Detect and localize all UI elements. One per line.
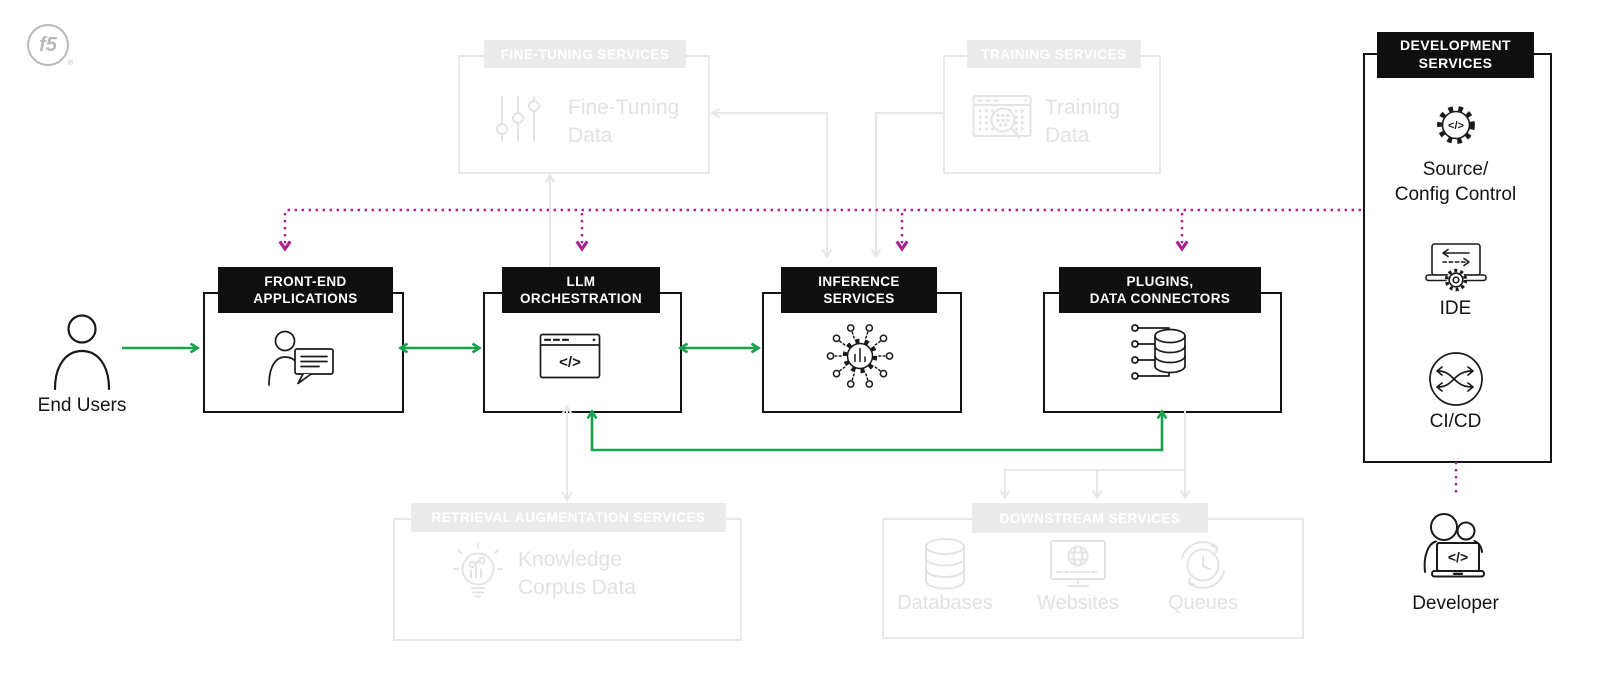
- arrow-llm-plugins: [586, 408, 1168, 452]
- sliders-icon: [492, 93, 544, 145]
- retrieval-augmentation-header: RETRIEVAL AUGMENTATION SERVICES: [411, 503, 726, 532]
- fine-tuning-services-box: [458, 55, 710, 174]
- front-end-applications-header: FRONT-END APPLICATIONS: [218, 267, 393, 313]
- training-services-box: [943, 55, 1161, 174]
- svg-text:</>: </>: [1448, 549, 1468, 565]
- inference-services-header: INFERENCE SERVICES: [781, 267, 937, 313]
- development-services-box: [1363, 53, 1552, 463]
- queue-clock-icon: [1174, 535, 1232, 593]
- svg-text:</>: </>: [1448, 120, 1464, 132]
- fine-tuning-services-title: FINE-TUNING SERVICES: [500, 46, 670, 62]
- retrieval-augmentation-box: [393, 518, 742, 641]
- arrow-plugins-databases: [999, 409, 1186, 500]
- f5-logo-text: f5: [39, 33, 57, 56]
- arrow-inference-finetuning: [710, 107, 833, 259]
- llm-orchestration-header: LLM ORCHESTRATION: [502, 267, 660, 313]
- knowledge-corpus-label: Knowledge Corpus Data: [518, 548, 636, 599]
- inference-gear-network-icon: [820, 316, 900, 396]
- downstream-services-title: DOWNSTREAM SERVICES: [999, 510, 1181, 526]
- arrow-training-inference: [870, 112, 943, 259]
- end-users-label: End Users: [37, 395, 127, 416]
- ide-label: IDE: [1439, 298, 1472, 319]
- ide-laptop-icon: [1423, 242, 1489, 294]
- training-data-label: Training Data: [1045, 96, 1121, 147]
- user-chat-icon: [264, 328, 338, 386]
- training-services-title: TRAINING SERVICES: [981, 46, 1127, 62]
- developer-label: Developer: [1412, 593, 1499, 614]
- source-control-gear-icon: </>: [1427, 96, 1485, 154]
- registered-mark: ®: [67, 60, 73, 67]
- data-table-search-icon: [972, 92, 1034, 146]
- source-config-control-label: Source/ Config Control: [1394, 159, 1517, 205]
- plugins-data-connectors-header: PLUGINS, DATA CONNECTORS: [1059, 267, 1261, 313]
- websites-label: Websites: [1037, 592, 1119, 614]
- fine-tuning-data-label: Fine-Tuning Data: [568, 96, 680, 147]
- cicd-label: CI/CD: [1429, 411, 1482, 432]
- databases-label: Databases: [897, 592, 993, 614]
- downstream-services-header: DOWNSTREAM SERVICES: [972, 503, 1208, 533]
- retrieval-augmentation-title: RETRIEVAL AUGMENTATION SERVICES: [431, 510, 706, 525]
- code-window-icon: </>: [539, 333, 601, 379]
- developer-icon: </>: [1417, 512, 1495, 584]
- training-services-header: TRAINING SERVICES: [967, 40, 1141, 68]
- development-services-header: DEVELOPMENT SERVICES: [1377, 32, 1534, 78]
- cicd-icon: [1427, 350, 1485, 408]
- website-monitor-icon: [1049, 539, 1107, 591]
- fine-tuning-services-header: FINE-TUNING SERVICES: [484, 40, 686, 68]
- svg-text:</>: </>: [559, 354, 581, 371]
- end-user-icon: [50, 312, 114, 391]
- database-icon: [922, 537, 968, 591]
- knowledge-bulb-icon: [450, 541, 506, 603]
- queues-label: Queues: [1167, 592, 1239, 614]
- data-connector-db-icon: [1128, 324, 1192, 384]
- f5-logo: f5 ®: [27, 24, 73, 67]
